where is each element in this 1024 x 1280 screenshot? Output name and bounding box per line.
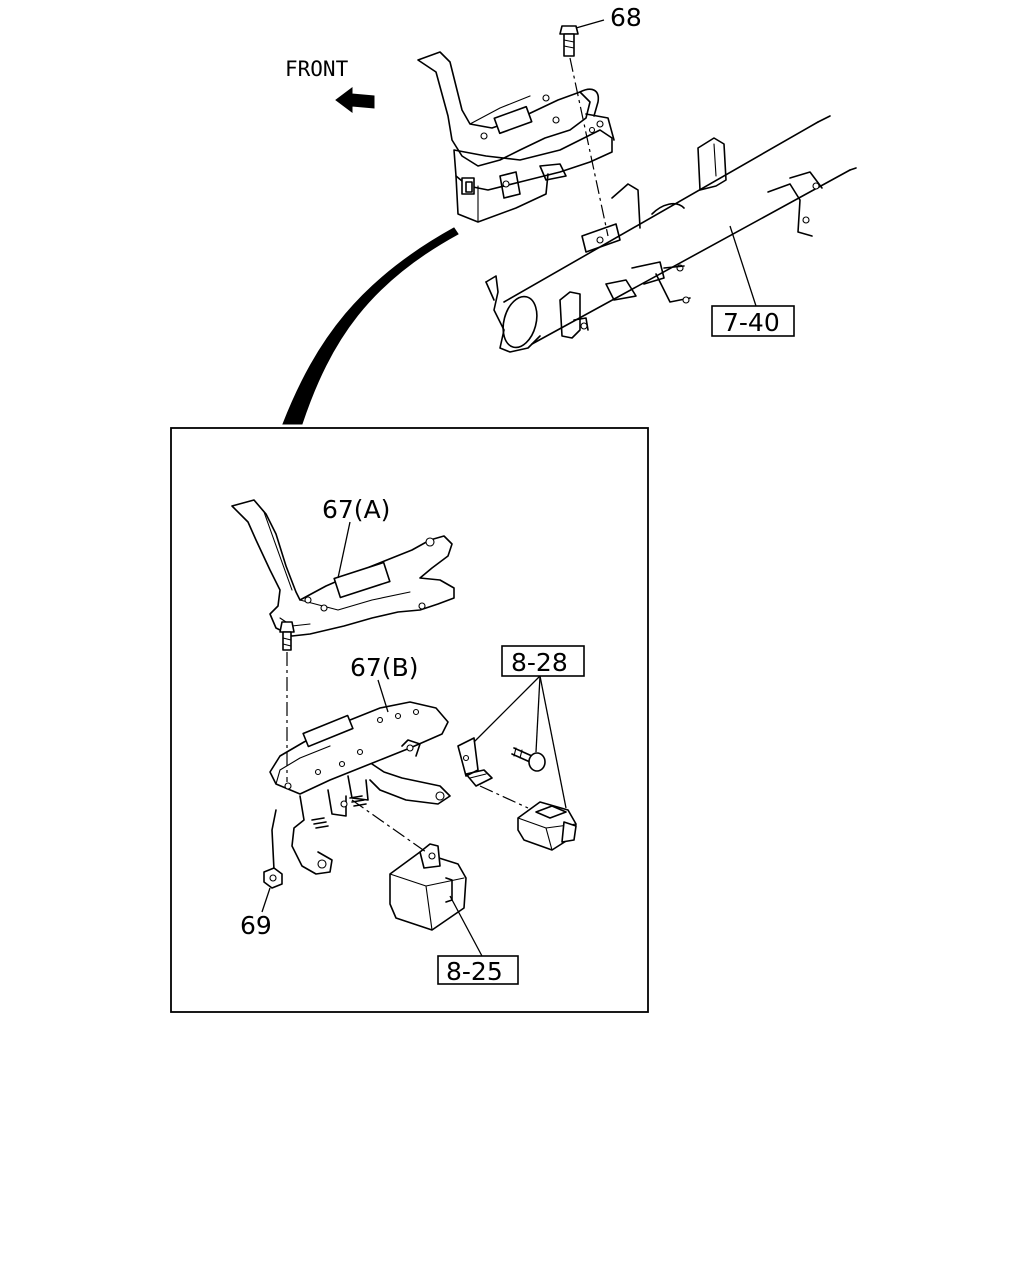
callout-8-25: 8-25: [446, 957, 503, 986]
callout-67b: 67(B): [350, 653, 418, 682]
bolt-68: [559, 19, 609, 237]
bolt-small: [279, 621, 295, 782]
arrow-left-icon: [335, 87, 375, 113]
callout-68: 68: [610, 3, 642, 32]
ref-box-7-40: [711, 305, 795, 337]
detail-frame: [170, 427, 649, 1013]
front-indicator: FRONT: [285, 57, 375, 113]
front-label: FRONT: [285, 57, 349, 81]
upper-bracket-assembly: [417, 51, 615, 223]
sensor-8-28: [457, 675, 577, 851]
nut-69: [261, 867, 283, 913]
bracket-67a: [231, 499, 455, 637]
ref-box-8-28: [501, 645, 585, 677]
ref-box-8-25: [437, 955, 519, 985]
callout-67a: 67(A): [322, 495, 390, 524]
callout-8-28: 8-28: [511, 648, 568, 677]
leader-7-40: [729, 225, 757, 307]
studs: [311, 795, 367, 829]
bracket-67b: [269, 679, 451, 875]
module-8-25: [351, 799, 483, 957]
detail-connector-curve: [282, 227, 459, 425]
crossbar-7-40: [485, 115, 857, 353]
callout-7-40: 7-40: [723, 308, 780, 337]
callout-69: 69: [240, 911, 272, 940]
